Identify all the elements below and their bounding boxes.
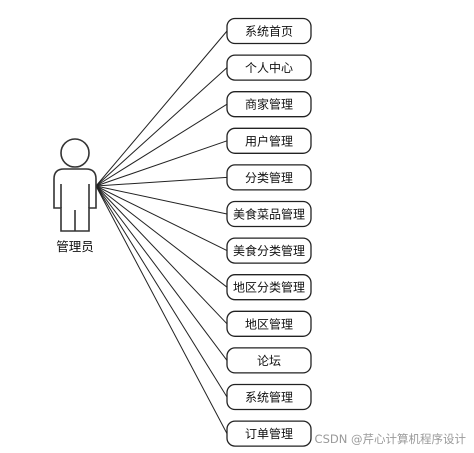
association-lines <box>95 30 228 434</box>
association-line <box>95 67 228 187</box>
use-case-box <box>226 200 312 228</box>
use-case: 分类管理 <box>226 164 312 191</box>
association-line <box>95 140 228 187</box>
use-case-box <box>226 127 312 154</box>
association-line <box>95 30 228 187</box>
use-case: 美食分类管理 <box>226 237 312 264</box>
actor-label: 管理员 <box>56 239 94 254</box>
association-line <box>95 185 228 288</box>
use-case-box <box>226 347 312 374</box>
association-line <box>95 185 228 325</box>
use-case-box <box>226 164 312 191</box>
use-case-label: 论坛 <box>257 354 281 368</box>
use-case-label: 个人中心 <box>245 60 293 75</box>
use-case-label: 用户管理 <box>245 133 293 148</box>
use-case: 用户管理 <box>226 127 312 154</box>
association-line <box>95 185 228 434</box>
use-case: 系统管理 <box>226 383 312 411</box>
use-case: 美食菜品管理 <box>226 200 312 228</box>
use-case-list: 系统首页个人中心商家管理用户管理分类管理美食菜品管理美食分类管理地区分类管理地区… <box>226 17 312 447</box>
use-case-box <box>226 420 312 447</box>
watermark-text: CSDN @芹心计算机程序设计 <box>315 432 467 446</box>
use-case-label: 地区管理 <box>245 316 293 331</box>
association-line <box>95 185 228 361</box>
association-line <box>95 103 228 187</box>
use-case-box <box>226 383 312 411</box>
association-line <box>95 185 228 398</box>
association-line <box>95 176 228 187</box>
association-line <box>95 185 228 215</box>
use-case: 地区分类管理 <box>226 274 312 301</box>
use-case-label: 地区分类管理 <box>233 280 305 295</box>
use-case-label: 订单管理 <box>245 426 293 441</box>
use-case-box <box>226 237 312 264</box>
use-case: 个人中心 <box>226 54 312 81</box>
actor-figure <box>53 138 97 232</box>
association-line <box>95 185 228 252</box>
use-case: 地区管理 <box>226 310 312 337</box>
use-case-label: 商家管理 <box>245 97 293 112</box>
use-case-label: 系统首页 <box>245 25 293 39</box>
use-case-label: 美食菜品管理 <box>233 207 305 222</box>
use-case-box <box>226 17 312 45</box>
use-case: 订单管理 <box>226 420 312 447</box>
use-case: 论坛 <box>226 347 312 374</box>
use-case-box <box>226 274 312 301</box>
use-case-label: 美食分类管理 <box>233 243 305 258</box>
use-case-box <box>226 310 312 337</box>
use-case: 商家管理 <box>226 91 312 118</box>
use-case-box <box>226 91 312 118</box>
actor-body <box>53 168 97 232</box>
use-case: 系统首页 <box>226 17 312 45</box>
use-case-box <box>226 54 312 81</box>
use-case-label: 分类管理 <box>245 170 293 185</box>
actor-head <box>60 138 90 168</box>
use-case-label: 系统管理 <box>245 390 293 405</box>
